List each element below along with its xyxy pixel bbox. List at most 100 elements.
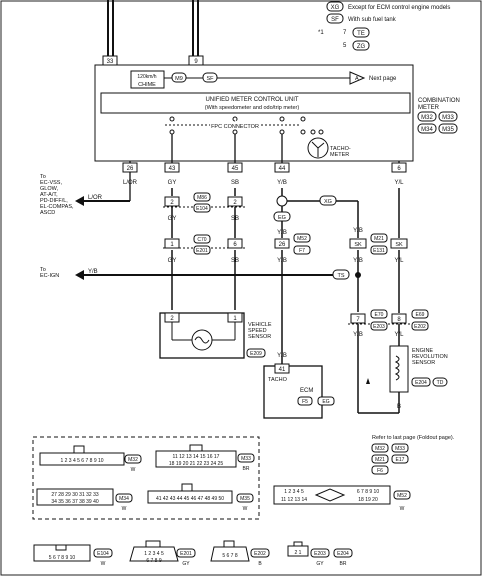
svg-text:Y/B: Y/B bbox=[277, 230, 287, 236]
connector-e204: E204 BR bbox=[333, 548, 353, 567]
connector-e104: 5 6 7 8 9 10 E104 W bbox=[33, 544, 113, 567]
svg-text:E70: E70 bbox=[375, 312, 384, 318]
svg-text:M33: M33 bbox=[442, 115, 454, 121]
meter-connectors: M32 M33 M34 M35 bbox=[417, 111, 458, 134]
svg-text:B: B bbox=[258, 561, 262, 567]
svg-text:6: 6 bbox=[397, 166, 401, 172]
svg-text:41 42 43 44 45 46 47 48 49 50: 41 42 43 44 45 46 47 48 49 50 bbox=[156, 496, 224, 502]
svg-text:1 2 3 4 5 6 7 8 9 10: 1 2 3 4 5 6 7 8 9 10 bbox=[60, 458, 103, 464]
svg-text:44: 44 bbox=[279, 166, 286, 172]
fpc-connector-label: FPC CONNECTOR bbox=[211, 124, 259, 130]
svg-text:XG: XG bbox=[324, 199, 332, 205]
svg-text:Y/B: Y/B bbox=[353, 228, 363, 234]
svg-text:W: W bbox=[131, 467, 136, 473]
svg-text:18 19 20 21 22 23 24 25: 18 19 20 21 22 23 24 25 bbox=[169, 461, 223, 467]
svg-text:C70: C70 bbox=[197, 237, 206, 243]
svg-text:GY: GY bbox=[316, 561, 324, 567]
svg-text:XG: XG bbox=[331, 5, 340, 11]
svg-text:*1: *1 bbox=[318, 30, 324, 36]
svg-text:E201: E201 bbox=[180, 551, 192, 557]
svg-text:F7: F7 bbox=[299, 248, 305, 254]
svg-text:M34: M34 bbox=[119, 496, 129, 502]
svg-text:E202: E202 bbox=[414, 324, 426, 330]
svg-text:M86: M86 bbox=[197, 195, 207, 201]
svg-text:GY: GY bbox=[168, 258, 177, 264]
svg-text:2: 2 bbox=[233, 200, 237, 206]
svg-text:W: W bbox=[101, 561, 106, 567]
arrow-left-icon bbox=[75, 196, 84, 206]
svg-text:EG: EG bbox=[278, 215, 286, 221]
svg-text:E202: E202 bbox=[254, 551, 266, 557]
svg-text:E69: E69 bbox=[416, 312, 425, 318]
svg-text:7: 7 bbox=[343, 30, 347, 36]
meter-unit-title: UNIFIED METER CONTROL UNIT bbox=[205, 97, 298, 103]
svg-text:BR: BR bbox=[340, 561, 347, 567]
ecm-label: ECM bbox=[300, 388, 313, 394]
svg-text:41: 41 bbox=[279, 367, 286, 373]
svg-text:SB: SB bbox=[231, 258, 239, 264]
svg-text:Y/B: Y/B bbox=[353, 332, 363, 338]
svg-text:M21: M21 bbox=[374, 236, 384, 242]
connector-m33: 11 12 13 14 15 16 17 18 19 20 21 22 23 2… bbox=[155, 444, 255, 472]
svg-text:Except for ECM control engine: Except for ECM control engine models bbox=[348, 5, 450, 11]
top-pin-left: 33 bbox=[107, 59, 114, 65]
connector-m32: 1 2 3 4 5 6 7 8 9 10 M32 W bbox=[39, 445, 142, 473]
connector-e203: 2 1 E203 GY bbox=[287, 541, 330, 567]
svg-text:W: W bbox=[243, 506, 248, 512]
svg-text:1 2 3 4 5: 1 2 3 4 5 bbox=[144, 551, 164, 557]
engine-revolution-sensor bbox=[389, 345, 409, 393]
chime-box bbox=[130, 70, 165, 89]
svg-text:SK: SK bbox=[395, 242, 403, 248]
svg-text:11 12 13 14 15 16 17: 11 12 13 14 15 16 17 bbox=[173, 454, 220, 460]
svg-text:E204: E204 bbox=[415, 380, 427, 386]
svg-text:45: 45 bbox=[232, 166, 239, 172]
svg-text:6 7 8 9: 6 7 8 9 bbox=[146, 558, 162, 564]
next-page-label: Next page bbox=[369, 76, 397, 82]
legend: XG Except for ECM control engine models … bbox=[318, 1, 450, 51]
svg-text:M32: M32 bbox=[421, 115, 433, 121]
svg-text:M21: M21 bbox=[375, 457, 385, 463]
svg-text:M52: M52 bbox=[397, 493, 407, 499]
svg-text:E17: E17 bbox=[396, 457, 405, 463]
svg-text:GY: GY bbox=[168, 216, 177, 222]
meter-unit-subtitle: (With speedometer and odo/trip meter) bbox=[205, 105, 300, 111]
svg-text:M35: M35 bbox=[442, 127, 454, 133]
svg-text:ZG: ZG bbox=[357, 44, 366, 50]
svg-text:SF: SF bbox=[206, 76, 214, 82]
svg-text:E104: E104 bbox=[196, 206, 208, 212]
svg-text:M33: M33 bbox=[395, 446, 405, 452]
svg-text:1 2 3 4 5: 1 2 3 4 5 bbox=[284, 489, 304, 495]
svg-text:EG: EG bbox=[322, 399, 329, 405]
svg-text:SB: SB bbox=[231, 180, 239, 186]
connector-e202: 5 6 7 8 E202 B bbox=[210, 540, 270, 567]
svg-text:Y/B: Y/B bbox=[353, 258, 363, 264]
svg-text:GY: GY bbox=[182, 561, 190, 567]
connector-group-box bbox=[32, 436, 260, 520]
svg-text:F6: F6 bbox=[377, 468, 383, 474]
connector-m34: 27 28 29 30 31 32 33 34 35 36 37 38 39 4… bbox=[36, 488, 133, 512]
svg-text:TE: TE bbox=[357, 31, 365, 37]
svg-text:M34: M34 bbox=[421, 127, 433, 133]
svg-text:27 28 29 30 31 32 33: 27 28 29 30 31 32 33 bbox=[51, 492, 98, 498]
ecm-tacho-label: TACHO bbox=[268, 377, 288, 383]
foldout-codes: M32 M33 M21 E17 F6 bbox=[371, 443, 409, 475]
svg-text:18 19 20: 18 19 20 bbox=[358, 497, 378, 503]
svg-text:E104: E104 bbox=[97, 551, 109, 557]
svg-text:E203: E203 bbox=[373, 324, 385, 330]
svg-text:E131: E131 bbox=[373, 248, 385, 254]
svg-text:8: 8 bbox=[397, 317, 401, 323]
svg-text:26: 26 bbox=[279, 242, 286, 248]
connector-e201: 1 2 3 4 5 6 7 8 9 E201 GY bbox=[129, 540, 196, 567]
svg-text:M33: M33 bbox=[241, 456, 251, 462]
svg-text:2 1: 2 1 bbox=[295, 550, 302, 556]
svg-text:E203: E203 bbox=[314, 551, 326, 557]
svg-text:W: W bbox=[122, 506, 127, 512]
svg-text:Y/L: Y/L bbox=[394, 258, 404, 264]
connector-m35: 41 42 43 44 45 46 47 48 49 50 M35 W bbox=[147, 483, 254, 512]
svg-text:GY: GY bbox=[168, 180, 177, 186]
